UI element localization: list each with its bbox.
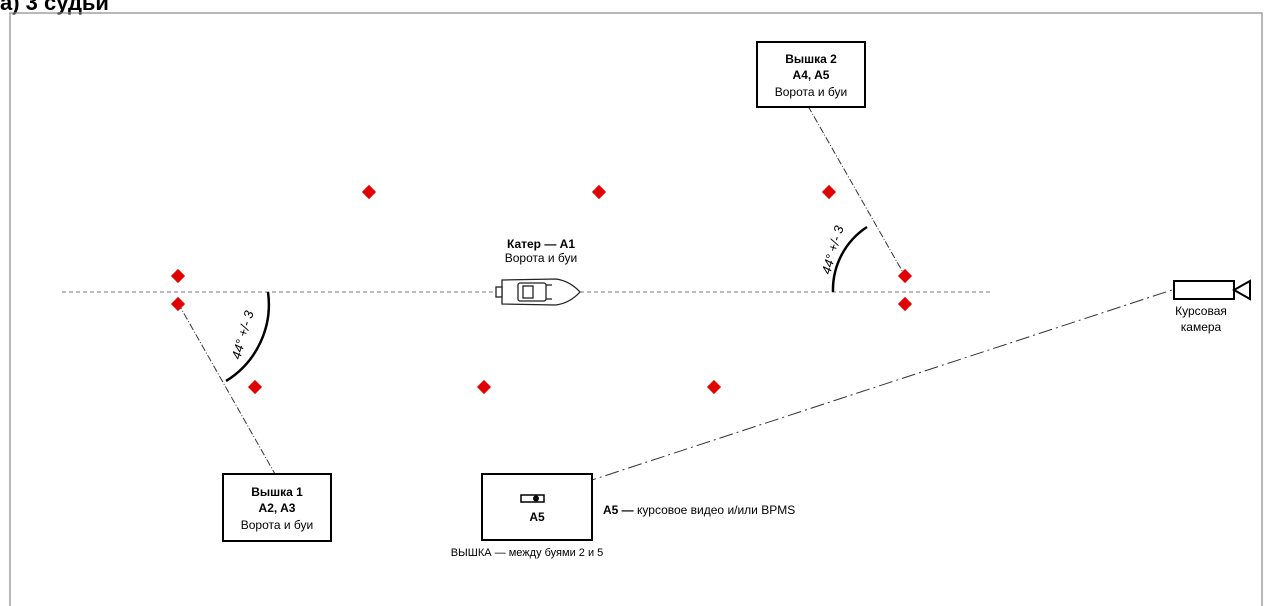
tower1-note: Ворота и буи: [241, 518, 313, 532]
buoy: [247, 379, 263, 395]
boat-icon: [495, 278, 581, 306]
tower1-title: Вышка 1: [251, 485, 303, 499]
tower1-box: [222, 473, 332, 542]
tower2-box: [756, 41, 866, 108]
tower1-judges: A2, A3: [259, 501, 296, 515]
tower-caption: ВЫШКА — между буями 2 и 5: [451, 547, 604, 559]
a5-box: [481, 473, 593, 541]
boat-title: Катер — A1: [507, 237, 575, 251]
a5-caption-bold: A5 —: [603, 503, 634, 517]
camera-sight-line: [536, 289, 1173, 499]
camera-icon: [1173, 279, 1251, 301]
buoy: [897, 296, 913, 312]
tower2-angle-arc: [831, 225, 868, 293]
buoy: [170, 296, 186, 312]
a5-caption: A5 — курсовое видео и/или BPMS: [603, 503, 795, 517]
diagram-heading: а) 3 судьи: [0, 0, 109, 15]
boat-note: Ворота и буи: [505, 251, 577, 265]
buoy: [706, 379, 722, 395]
buoy: [897, 268, 913, 284]
buoy: [591, 184, 607, 200]
tower2-angle-label: 44° +/- 3: [818, 223, 846, 276]
a5-box-label: A5: [529, 510, 545, 524]
buoy: [361, 184, 377, 200]
a5-camera-icon: [520, 494, 545, 503]
buoys: [170, 184, 913, 395]
tower2-sight-line: [807, 105, 906, 277]
buoy: [476, 379, 492, 395]
buoy: [821, 184, 837, 200]
tower2-title: Вышка 2: [785, 52, 837, 66]
tower2-note: Ворота и буи: [775, 85, 847, 99]
diagram-frame: [9, 12, 1263, 606]
tower1-sight-line: [177, 302, 276, 475]
tower2-judges: A4, A5: [793, 68, 830, 82]
camera-label-line1: Курсовая: [1175, 304, 1227, 318]
tower1-angle-arc: [225, 291, 271, 383]
a5-caption-rest: курсовое видео и/или BPMS: [634, 503, 796, 517]
camera-label-line2: камера: [1181, 320, 1222, 334]
tower1-angle-label: 44° +/- 3: [228, 308, 256, 361]
buoy: [170, 268, 186, 284]
